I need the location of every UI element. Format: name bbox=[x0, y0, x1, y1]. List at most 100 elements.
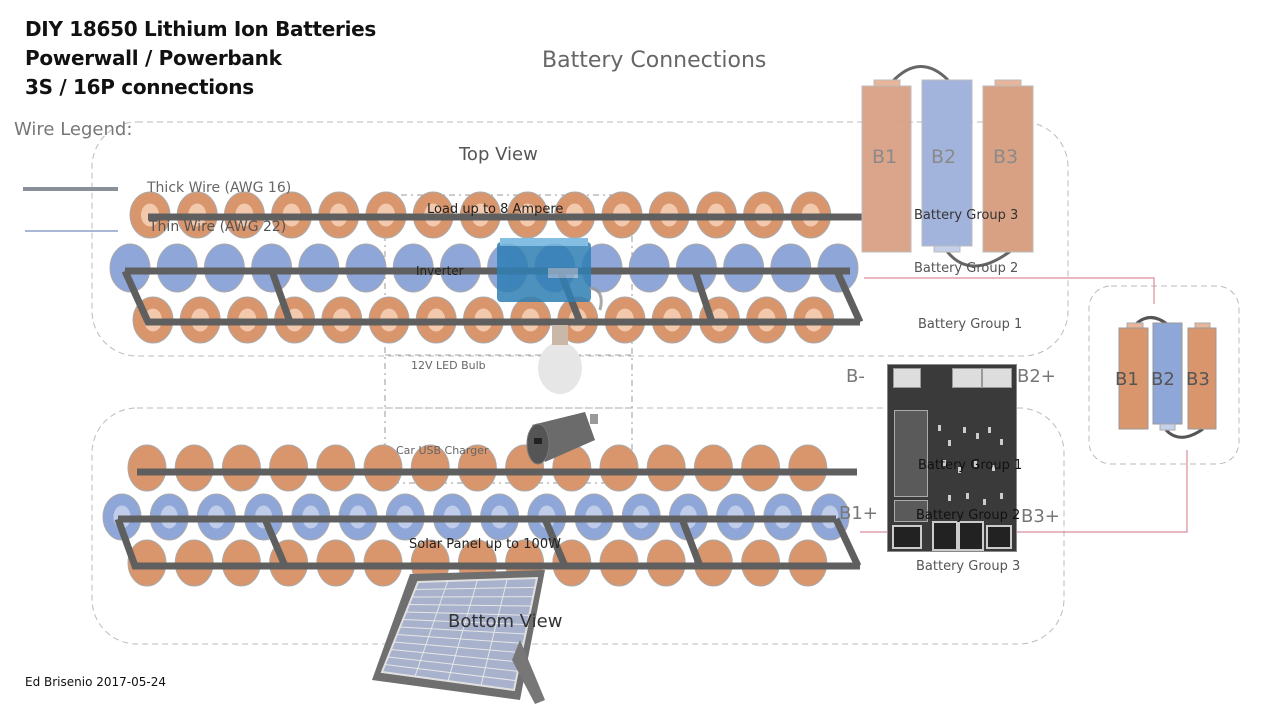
battery-b1 bbox=[861, 85, 912, 253]
solar-grid-row bbox=[387, 656, 518, 672]
battery-b2 bbox=[921, 79, 973, 247]
inverter-cable bbox=[589, 286, 603, 311]
bms-pad-b3-plus bbox=[986, 525, 1012, 549]
b1-plus-terminal-label: B1+ bbox=[839, 503, 878, 524]
bms-pad-b2-left bbox=[952, 368, 982, 388]
inverter-body bbox=[497, 242, 591, 302]
top-group-3-label: Battery Group 3 bbox=[914, 208, 1019, 223]
load-limit-label: Load up to 8 Ampere bbox=[427, 202, 564, 217]
inverter-device bbox=[497, 238, 603, 311]
diagram-title: Battery Connections bbox=[542, 48, 767, 73]
wire-bottom-link-1 bbox=[261, 517, 289, 568]
wire-bottom-link-2 bbox=[541, 517, 569, 568]
title-line-3: 3S / 16P connections bbox=[25, 75, 254, 99]
cell-bottom-group1 bbox=[693, 444, 733, 492]
wire-bottom-link-3 bbox=[678, 517, 704, 568]
bulb-label: 12V LED Bulb bbox=[411, 359, 486, 372]
solar-grid-row bbox=[390, 649, 520, 663]
solar-panel bbox=[372, 570, 545, 704]
bms-pad-p-plus bbox=[958, 521, 984, 551]
solar-grid-row bbox=[405, 611, 530, 616]
bulb-glass bbox=[538, 342, 582, 394]
battery-b3 bbox=[982, 85, 1034, 253]
jumper-b2-b3 bbox=[944, 248, 1013, 268]
top-group-2-label: Battery Group 2 bbox=[914, 261, 1019, 276]
top-group-1-label: Battery Group 1 bbox=[918, 317, 1023, 332]
author-date: Ed Brisenio 2017-05-24 bbox=[25, 675, 166, 689]
cell-bottom-group1 bbox=[316, 444, 356, 492]
bottom-view-title: Bottom View bbox=[448, 611, 563, 632]
small-battery-b3 bbox=[1187, 327, 1217, 430]
title-line-1: DIY 18650 Lithium Ion Batteries bbox=[25, 17, 377, 41]
b2-connection-line bbox=[864, 277, 1155, 304]
cell-bottom-group1 bbox=[363, 444, 403, 492]
small-battery-b1 bbox=[1118, 327, 1149, 430]
top-view-title: Top View bbox=[459, 144, 538, 165]
charger-tip bbox=[590, 414, 598, 424]
solar-grid-row bbox=[384, 664, 516, 682]
cell-bottom-group1 bbox=[741, 444, 781, 492]
battery-b3-label: B3 bbox=[993, 146, 1019, 168]
cell-bottom-group1 bbox=[174, 444, 214, 492]
bms-pad-b2-right bbox=[982, 368, 1012, 388]
inverter-top bbox=[500, 238, 588, 246]
bms-pad-p-minus bbox=[932, 521, 958, 551]
bms-group-2-label: Battery Group 2 bbox=[916, 508, 1021, 523]
usb-port bbox=[534, 438, 542, 444]
title-line-2: Powerwall / Powerbank bbox=[25, 46, 282, 70]
battery-stack-large bbox=[861, 65, 1034, 268]
small-b1-label: B1 bbox=[1115, 369, 1139, 390]
solar-grid-row bbox=[393, 641, 522, 654]
battery-stack-small bbox=[1118, 316, 1217, 439]
thin-wire-label: Thin Wire (AWG 22) bbox=[149, 219, 287, 235]
bms-board bbox=[887, 364, 1017, 552]
solar-panel-label: Solar Panel up to 100W bbox=[409, 537, 561, 552]
solar-stand bbox=[512, 640, 545, 704]
wire-top-link-1 bbox=[268, 269, 294, 324]
car-usb-charger bbox=[526, 412, 598, 465]
bms-group-3-label: Battery Group 3 bbox=[916, 559, 1021, 574]
led-bulb bbox=[538, 325, 582, 394]
thick-wire-label: Thick Wire (AWG 16) bbox=[147, 180, 292, 196]
inverter-label: Inverter bbox=[416, 264, 464, 278]
wire-top-group1 bbox=[121, 269, 860, 326]
cell-bottom-group1 bbox=[788, 444, 828, 492]
bms-group-1-label: Battery Group 1 bbox=[918, 458, 1023, 473]
solar-grid-row bbox=[414, 586, 536, 590]
b2-plus-terminal-label: B2+ bbox=[1017, 366, 1056, 387]
cell-bottom-group1 bbox=[269, 444, 309, 492]
cell-bottom-group1 bbox=[221, 444, 261, 492]
inverter-badge bbox=[548, 268, 578, 278]
solar-grid-row bbox=[399, 626, 526, 635]
small-b3-terminal bbox=[1194, 322, 1211, 329]
car-charger-label: Car USB Charger bbox=[396, 444, 489, 457]
wire-top-link-3 bbox=[691, 269, 716, 324]
b3-plus-terminal-label: B3+ bbox=[1021, 506, 1060, 527]
b1-terminal bbox=[873, 79, 901, 87]
cell-bottom-group1 bbox=[646, 444, 686, 492]
b-minus-terminal-label: B- bbox=[846, 366, 865, 387]
wire-bottom-link-4 bbox=[832, 517, 862, 568]
top-view-frame bbox=[91, 121, 1069, 357]
cell-bottom-group1 bbox=[127, 444, 167, 492]
bms-mosfet-2 bbox=[894, 500, 928, 522]
wire-legend-title: Wire Legend: bbox=[14, 119, 133, 140]
load-frame bbox=[384, 194, 633, 484]
b3-terminal bbox=[994, 79, 1022, 87]
wire-top-link-4 bbox=[833, 269, 864, 324]
small-b2-label: B2 bbox=[1151, 369, 1175, 390]
battery-b1-label: B1 bbox=[872, 146, 898, 168]
battery-b2-label: B2 bbox=[931, 146, 957, 168]
bms-pad-b-minus bbox=[893, 368, 921, 388]
bms-pad-b1-plus bbox=[892, 525, 922, 549]
cell-bottom-group1 bbox=[410, 444, 450, 492]
cell-bottom-group1 bbox=[599, 444, 639, 492]
small-b2-terminal bbox=[1159, 423, 1176, 431]
solar-grid-row bbox=[402, 619, 528, 626]
small-b1-terminal bbox=[1126, 322, 1144, 329]
solar-grid-row bbox=[408, 604, 532, 607]
small-b3-label: B3 bbox=[1186, 369, 1210, 390]
b2-terminal bbox=[933, 245, 961, 253]
cell-bottom-group1 bbox=[457, 444, 497, 492]
